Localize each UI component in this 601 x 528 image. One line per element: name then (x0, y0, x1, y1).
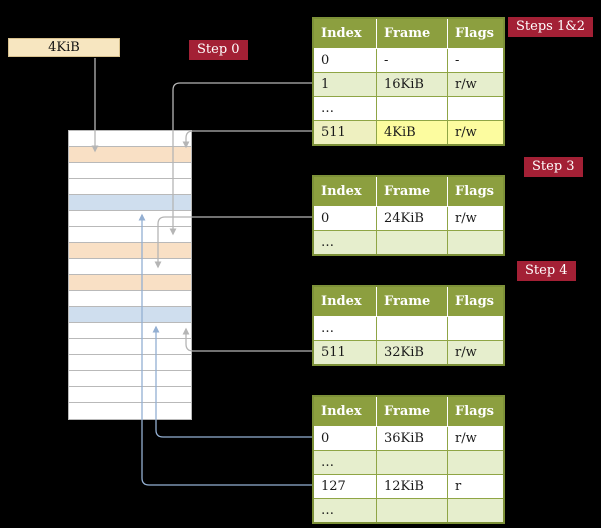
table-row: … (312, 96, 505, 121)
cell-flags: r (447, 474, 505, 499)
memory-cell-white (69, 291, 191, 307)
cell-frame: 36KiB (376, 426, 448, 451)
cell-index: … (312, 96, 377, 121)
cell-flags: r/w (447, 426, 505, 451)
cell-index: 1 (312, 72, 377, 97)
cell-index: … (312, 498, 377, 524)
cell-frame: 12KiB (376, 474, 448, 499)
cell-frame: 16KiB (376, 72, 448, 97)
cell-index: 127 (312, 474, 377, 499)
memory-cell-white (69, 163, 191, 179)
table-row: … (312, 230, 505, 256)
memory-cell-white (69, 131, 191, 147)
table-row: … (312, 316, 505, 341)
col-header-flags: Flags (447, 395, 505, 427)
page-table-2: Index Frame Flags 0 24KiB r/w … (312, 175, 505, 256)
step-3-badge: Step 3 (524, 157, 583, 177)
col-header-index: Index (312, 285, 377, 317)
step-0-badge: Step 0 (189, 40, 248, 60)
cell-flags (447, 450, 505, 475)
col-header-frame: Frame (376, 17, 448, 49)
cell-flags: r/w (447, 340, 505, 366)
cell-frame (376, 450, 448, 475)
table-header-row: Index Frame Flags (312, 17, 505, 49)
page-table-1: Index Frame Flags 0 - - 1 16KiB r/w … (312, 17, 505, 146)
page-table-3: Index Frame Flags … 511 32KiB r/w (312, 285, 505, 366)
memory-cell-white (69, 179, 191, 195)
memory-cell-white (69, 339, 191, 355)
cell-frame (376, 230, 448, 256)
table-row: … (312, 450, 505, 475)
cell-frame (376, 498, 448, 524)
memory-cell-blue (69, 307, 191, 323)
memory-cell-white (69, 355, 191, 371)
table-row: … (312, 498, 505, 524)
cell-index: … (312, 230, 377, 256)
cell-flags: r/w (447, 206, 505, 231)
cell-frame: 4KiB (376, 120, 448, 146)
col-header-frame: Frame (376, 285, 448, 317)
memory-cell-peach (69, 275, 191, 291)
cell-index: 0 (312, 426, 377, 451)
cell-frame: 32KiB (376, 340, 448, 366)
memory-cell-white (69, 227, 191, 243)
table-row: 0 24KiB r/w (312, 206, 505, 231)
table-header-row: Index Frame Flags (312, 395, 505, 427)
col-header-index: Index (312, 395, 377, 427)
table-row: 511 32KiB r/w (312, 340, 505, 366)
memory-cell-blue (69, 195, 191, 211)
table-row: 127 12KiB r (312, 474, 505, 499)
cell-flags (447, 498, 505, 524)
cell-frame (376, 316, 448, 341)
steps-1-2-badge: Steps 1&2 (508, 17, 594, 37)
cell-flags (447, 96, 505, 121)
table-row: 0 - - (312, 48, 505, 73)
cell-frame: 24KiB (376, 206, 448, 231)
arrow-table1-entry511-to-memory (182, 130, 312, 149)
memory-cell-peach (69, 243, 191, 259)
table-row: 1 16KiB r/w (312, 72, 505, 97)
cell-flags: r/w (447, 120, 505, 146)
memory-cell-white (69, 259, 191, 275)
col-header-flags: Flags (447, 285, 505, 317)
col-header-frame: Frame (376, 175, 448, 207)
page-table-4: Index Frame Flags 0 36KiB r/w … 127 12Ki… (312, 395, 505, 524)
col-header-index: Index (312, 17, 377, 49)
cell-flags: r/w (447, 72, 505, 97)
cell-index: 511 (312, 120, 377, 146)
start-address-box: 4KiB (8, 38, 120, 57)
cell-frame (376, 96, 448, 121)
memory-cell-white (69, 403, 191, 419)
memory-column (68, 130, 192, 420)
step-4-badge: Step 4 (517, 261, 576, 281)
memory-cell-peach (69, 147, 191, 163)
cell-index: 511 (312, 340, 377, 366)
cell-flags (447, 230, 505, 256)
cell-index: 0 (312, 206, 377, 231)
cell-index: … (312, 316, 377, 341)
cell-frame: - (376, 48, 448, 73)
table-row-highlighted: 511 4KiB r/w (312, 120, 505, 146)
col-header-flags: Flags (447, 175, 505, 207)
memory-cell-white (69, 323, 191, 339)
col-header-frame: Frame (376, 395, 448, 427)
cell-flags: - (447, 48, 505, 73)
arrow-table1-entry1-to-memory (169, 82, 312, 236)
memory-cell-white (69, 211, 191, 227)
memory-cell-white (69, 387, 191, 403)
table-row: 0 36KiB r/w (312, 426, 505, 451)
col-header-index: Index (312, 175, 377, 207)
col-header-flags: Flags (447, 17, 505, 49)
arrow-table3-entry511-to-memory (182, 327, 312, 352)
cell-index: 0 (312, 48, 377, 73)
cell-index: … (312, 450, 377, 475)
table-header-row: Index Frame Flags (312, 175, 505, 207)
memory-cell-white (69, 371, 191, 387)
cell-flags (447, 316, 505, 341)
table-header-row: Index Frame Flags (312, 285, 505, 317)
